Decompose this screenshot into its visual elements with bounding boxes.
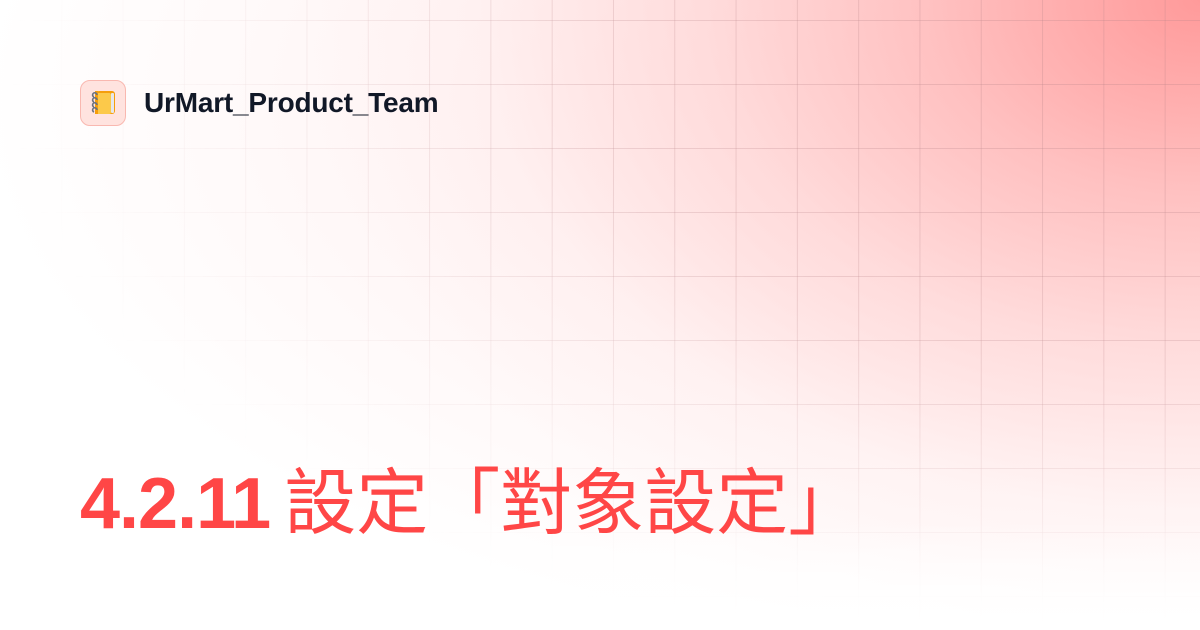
section-title: 設定「對象設定」 [284, 461, 861, 545]
background-fade [0, 520, 1200, 630]
brand-header: UrMart_Product_Team [80, 80, 439, 126]
brand-name: UrMart_Product_Team [144, 87, 439, 118]
section-number: 4.2.11 [80, 464, 271, 544]
notebook-icon [80, 80, 126, 126]
